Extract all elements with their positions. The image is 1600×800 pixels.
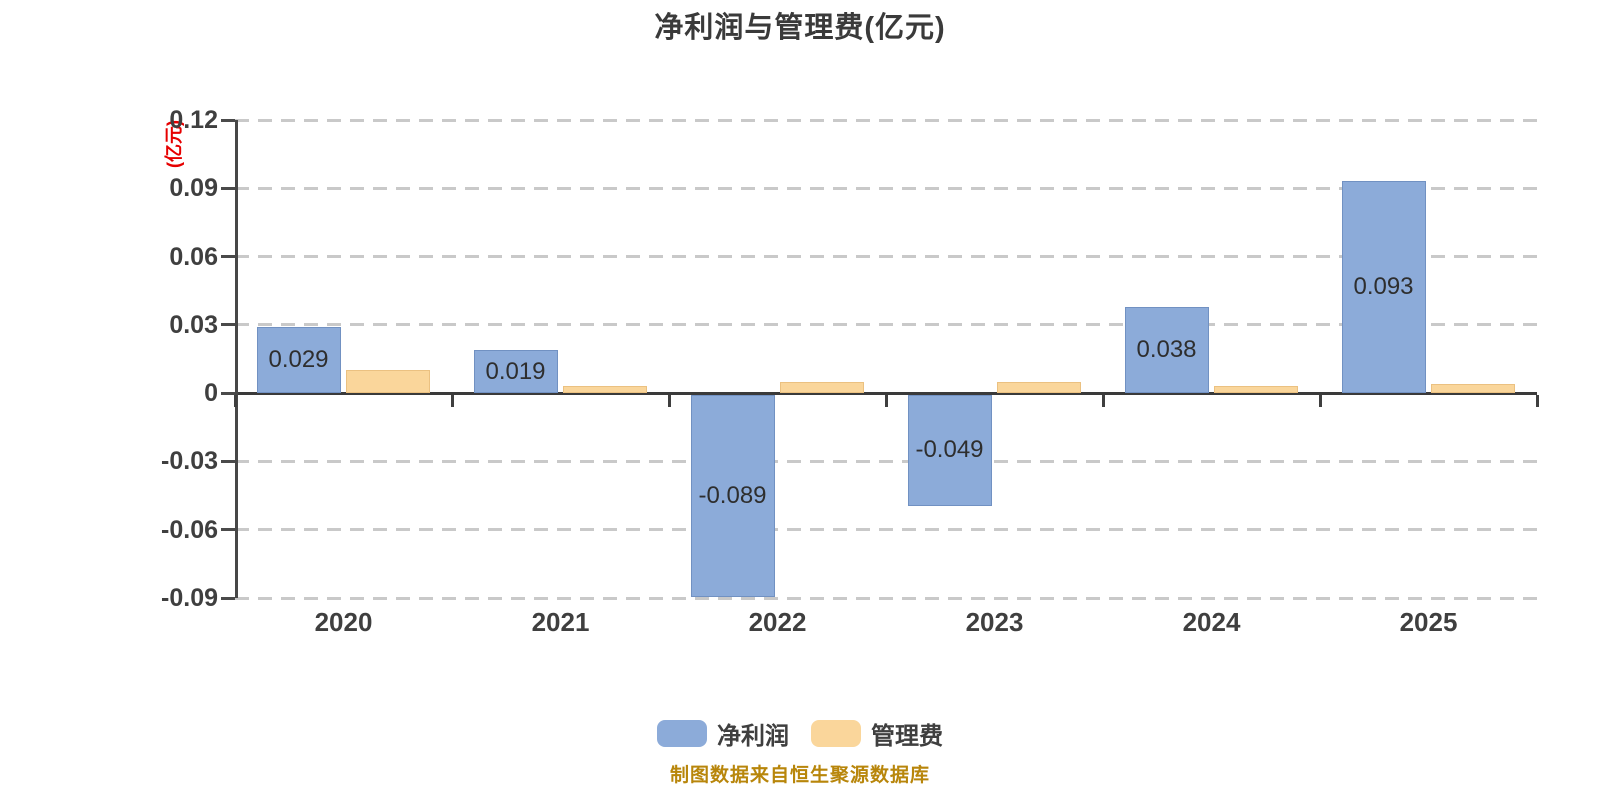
y-tick-label: 0.03 — [169, 310, 218, 339]
bar-value-label: -0.089 — [698, 481, 767, 509]
y-axis-tick — [221, 391, 235, 395]
x-axis-zero-line — [235, 391, 1537, 395]
y-axis-tick — [221, 528, 235, 532]
y-axis-tick — [221, 596, 235, 600]
bar-value-label: 0.029 — [268, 346, 329, 374]
gridline-0.12 — [235, 118, 1537, 122]
x-axis-tick — [1535, 394, 1539, 407]
y-tick-label: 0.12 — [169, 106, 218, 134]
bar-净利润-2024 — [1124, 306, 1209, 394]
legend-label-management-fee: 管理费 — [871, 723, 943, 750]
bar-管理费-2022 — [779, 381, 864, 394]
bar-净利润-2025 — [1341, 181, 1426, 394]
gridline-0.03 — [235, 323, 1537, 327]
x-axis-tick — [233, 394, 237, 407]
bar-管理费-2021 — [562, 386, 647, 394]
y-axis-tick — [221, 323, 235, 327]
bar-净利润-2022 — [690, 394, 775, 598]
gridline--0.06 — [235, 528, 1537, 532]
gridline-0.06 — [235, 255, 1537, 259]
legend-swatch-net-profit — [657, 720, 707, 747]
data-source-note: 制图数据来自恒生聚源数据库 — [669, 765, 930, 786]
y-tick-label: 0.06 — [169, 242, 218, 271]
bar-净利润-2023 — [907, 394, 992, 507]
x-axis-tick — [667, 394, 671, 407]
legend-item-management-fee: 管理费 — [811, 716, 943, 751]
y-tick-label: -0.03 — [161, 447, 218, 476]
x-axis-tick — [884, 394, 888, 407]
bar-管理费-2020 — [345, 370, 430, 394]
chart-title: 净利润与管理费(亿元) — [654, 12, 946, 44]
bar-value-label: -0.049 — [915, 436, 984, 464]
gridline-0.09 — [235, 186, 1537, 190]
y-tick-label: 0 — [204, 379, 218, 408]
y-axis-tick — [221, 255, 235, 259]
legend-label-net-profit: 净利润 — [717, 723, 789, 750]
bar-管理费-2025 — [1430, 384, 1515, 394]
x-axis-tick — [450, 394, 454, 407]
x-axis-label-2022: 2022 — [748, 607, 807, 637]
plot-area: 0.029 0.019 -0.089 -0.049 0.038 0.093 — [221, 118, 1539, 600]
y-axis-line — [235, 120, 238, 598]
y-axis-tick — [221, 459, 235, 463]
gridline--0.03 — [235, 459, 1537, 463]
x-axis-label-2020: 2020 — [314, 607, 373, 637]
x-axis-label-2023: 2023 — [965, 607, 1024, 637]
bar-value-label: 0.038 — [1136, 335, 1197, 363]
legend-swatch-management-fee — [811, 720, 861, 747]
bar-管理费-2023 — [996, 381, 1081, 394]
bar-管理费-2024 — [1213, 386, 1298, 394]
y-tick-label: -0.09 — [161, 584, 218, 612]
legend: 净利润 管理费 — [0, 716, 1600, 751]
y-tick-label: -0.06 — [161, 515, 218, 544]
legend-item-net-profit: 净利润 — [657, 716, 789, 751]
bar-净利润-2021 — [473, 349, 558, 394]
y-tick-label: 0.09 — [169, 174, 218, 203]
bar-净利润-2020 — [256, 327, 341, 394]
x-axis-label-2024: 2024 — [1182, 607, 1241, 637]
x-axis-tick — [1318, 394, 1322, 407]
x-axis-label-2025: 2025 — [1399, 607, 1458, 637]
bar-value-label: 0.019 — [485, 357, 546, 385]
x-axis-label-2021: 2021 — [531, 607, 590, 637]
bar-value-label: 0.093 — [1353, 273, 1414, 301]
y-axis-tick — [221, 186, 235, 190]
x-axis-tick — [1101, 394, 1105, 407]
y-axis-tick — [221, 118, 235, 122]
gridline--0.09 — [235, 596, 1537, 600]
